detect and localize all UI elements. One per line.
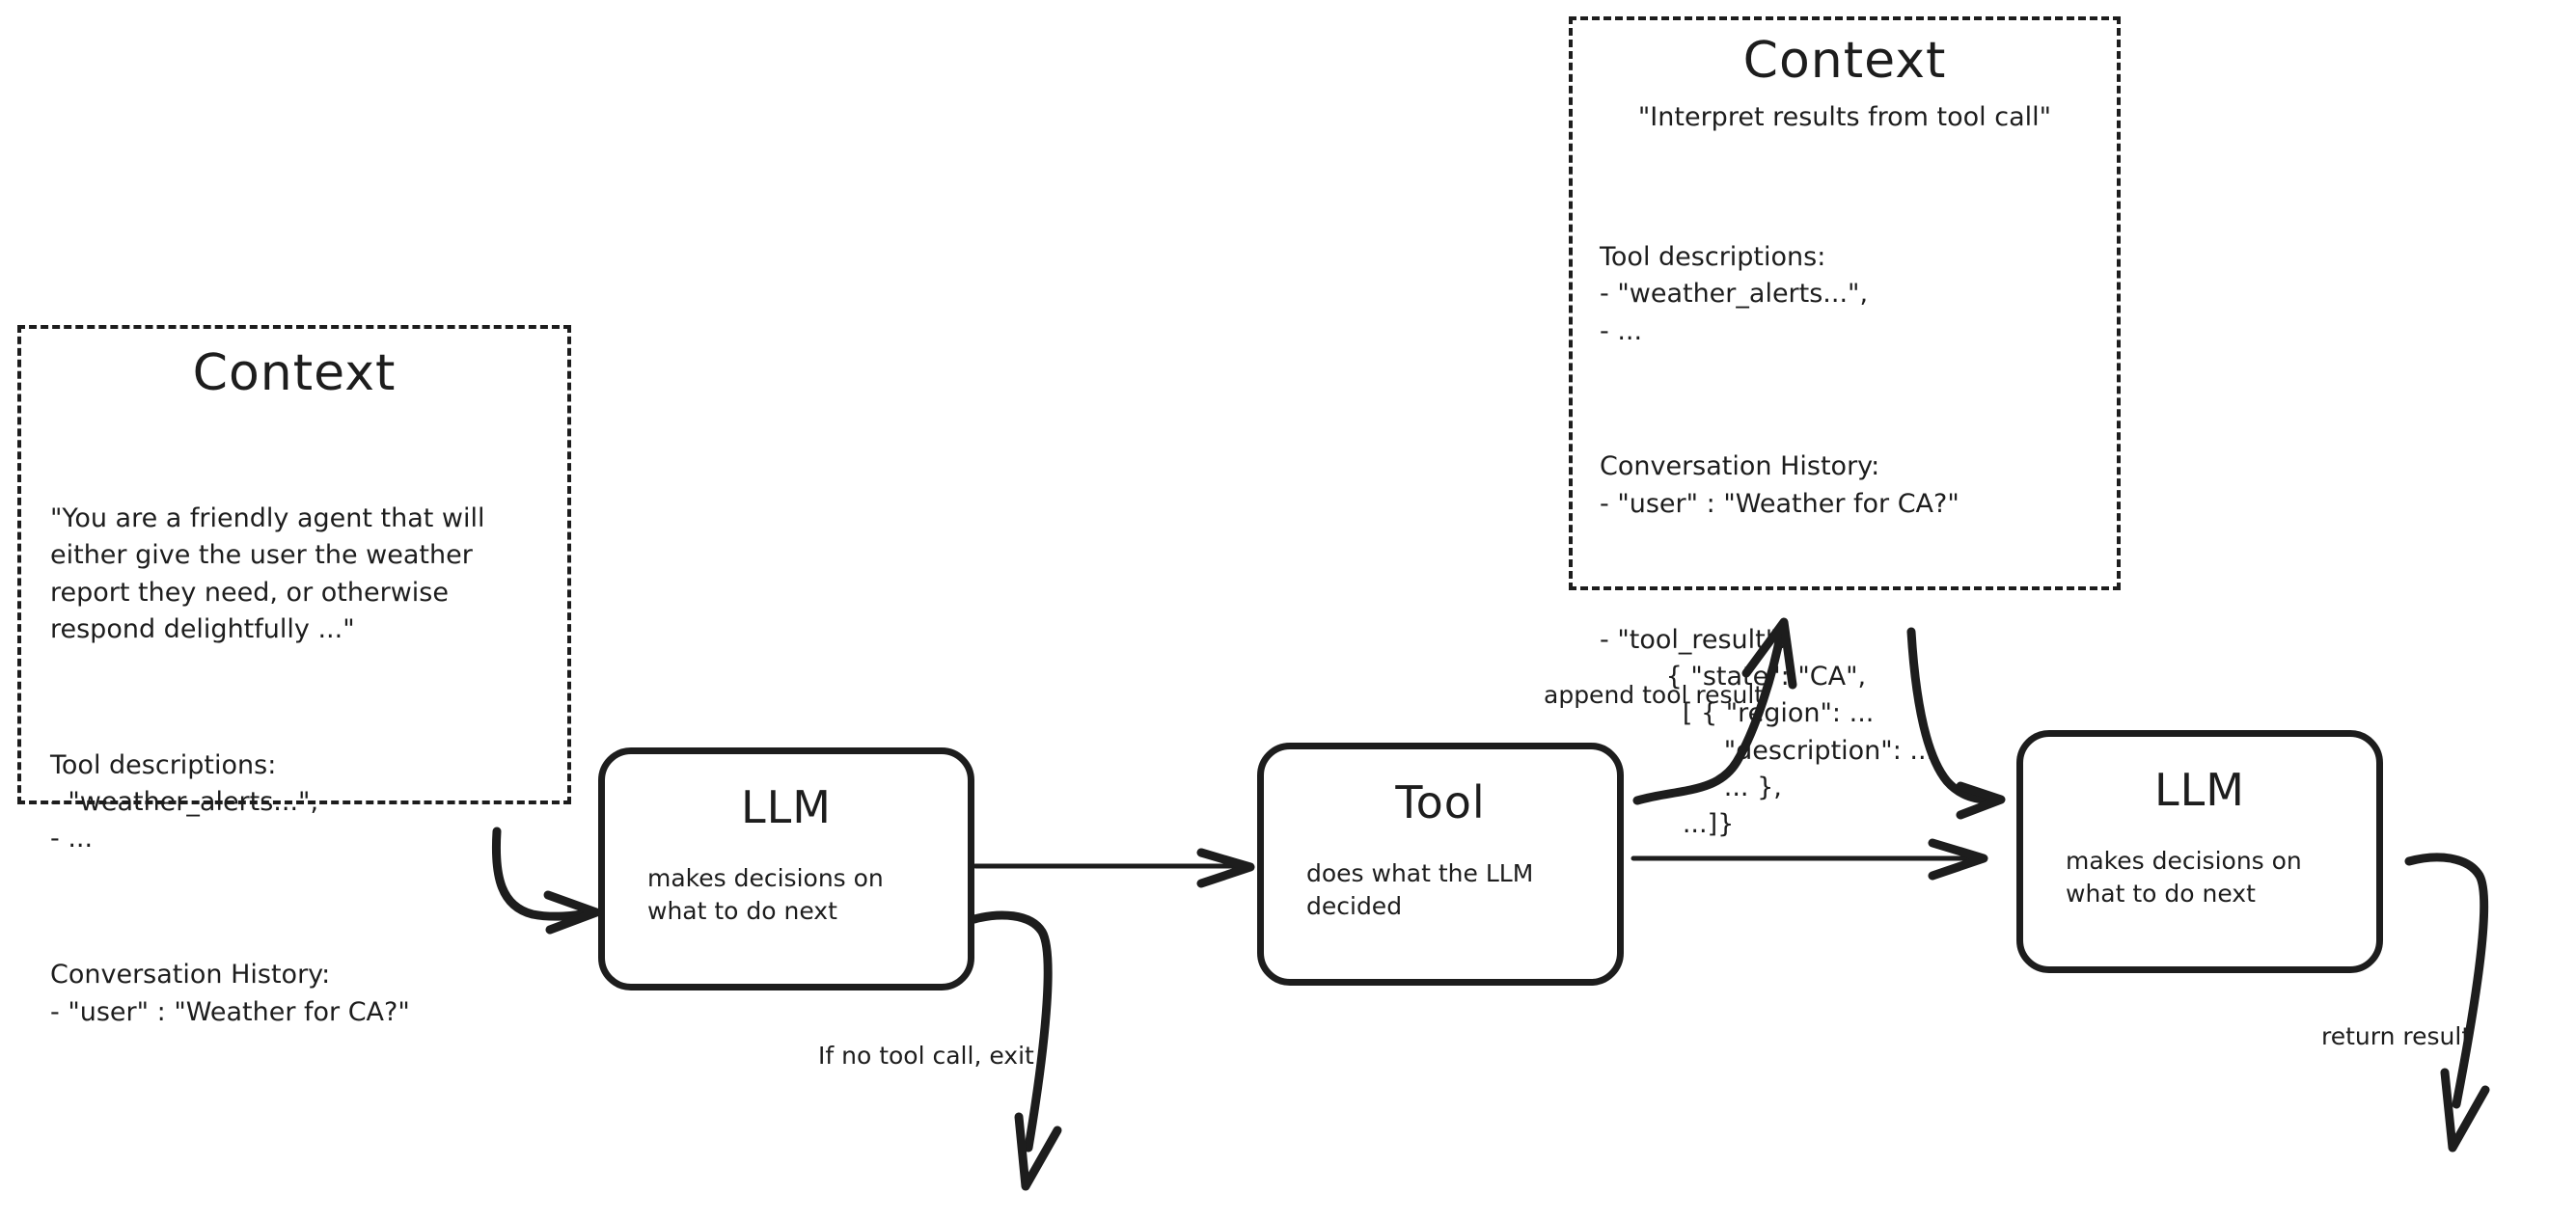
node-llm-2[interactable]: LLM makes decisions on what to do next [2016,730,2383,973]
context-right-conversation-history: Conversation History: - "user" : "Weathe… [1600,451,1959,519]
context-box-right: Context "Interpret results from tool cal… [1569,16,2121,839]
node-llm-1[interactable]: LLM makes decisions on what to do next [598,747,974,990]
context-right-subtitle: "Interpret results from tool call" [1637,102,2052,133]
arrow-llm1-to-tool [973,848,1255,888]
edge-label-no-tool-call: If no tool call, exit [818,1042,1034,1070]
edge-label-return-result: return result [2321,1022,2472,1050]
arrow-return-result [2404,853,2490,1153]
node-tool[interactable]: Tool does what the LLM decided [1257,743,1624,986]
context-box-left: Context "You are a friendly agent that w… [17,325,571,1027]
context-left-tool-descriptions: Tool descriptions: - "weather_alerts..."… [50,749,319,855]
node-tool-title: Tool [1395,776,1486,828]
edge-label-append-tool-result: append tool result [1544,681,1765,709]
context-left-system-prompt: "You are a friendly agent that will eith… [50,502,485,644]
context-right-title: Context [1742,32,1947,90]
node-llm-1-title: LLM [741,781,832,833]
node-tool-subtitle: does what the LLM decided [1306,859,1534,920]
node-llm-2-subtitle: makes decisions on what to do next [2066,847,2302,908]
node-llm-2-title: LLM [2154,764,2245,816]
context-left-conversation-history: Conversation History: - "user" : "Weathe… [50,960,410,1027]
node-llm-1-subtitle: makes decisions on what to do next [647,864,884,925]
context-left-body: "You are a friendly agent that will eith… [50,426,538,1105]
context-left-title: Context [192,344,397,402]
context-right-tool-descriptions: Tool descriptions: - "weather_alerts..."… [1600,241,1869,346]
